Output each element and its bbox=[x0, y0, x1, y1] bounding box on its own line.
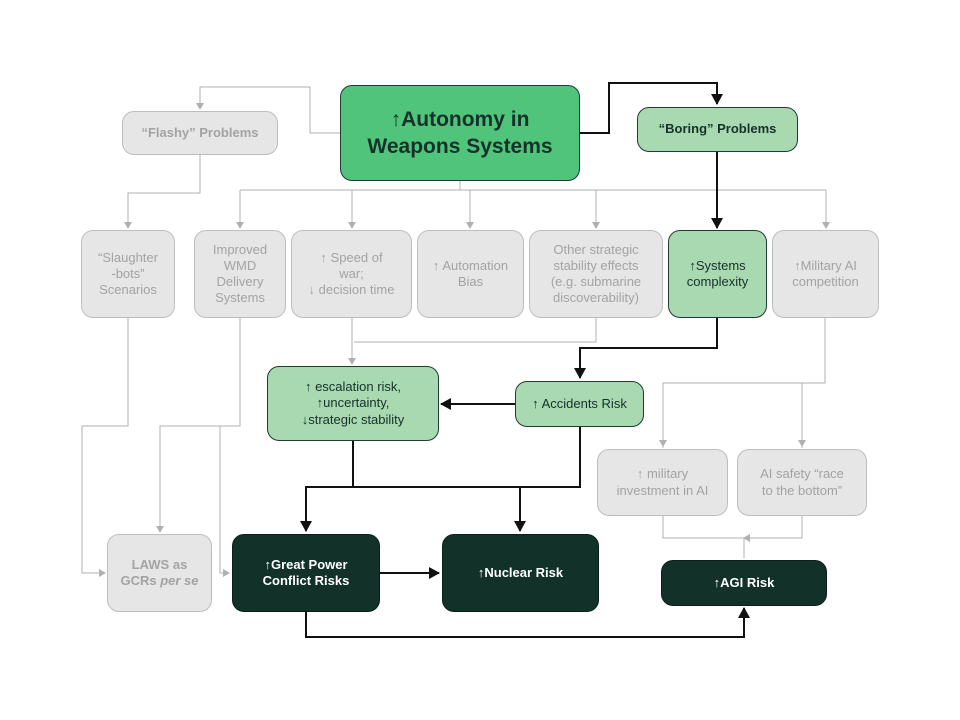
node-military-investment-in-ai: ↑ military investment in AI bbox=[597, 449, 728, 516]
edge-flashy-to-slaughterbots bbox=[124, 155, 201, 229]
node-nuclear-risk: ↑Nuclear Risk bbox=[442, 534, 599, 612]
node-boring-problems: “Boring” Problems bbox=[637, 107, 798, 152]
node-great-power-conflict-risks: ↑Great Power Conflict Risks bbox=[232, 534, 380, 612]
node-accidents-risk: ↑ Accidents Risk bbox=[515, 381, 644, 427]
edge-great-power-to-agi bbox=[305, 607, 750, 638]
node-automation-bias: ↑ Automation Bias bbox=[417, 230, 524, 318]
edge-escalation-to-great-power bbox=[300, 441, 354, 532]
edge-other-to-escalation bbox=[354, 318, 597, 343]
edge-slaughterbots-to-laws bbox=[81, 318, 129, 577]
node-military-ai-competition: ↑Military AI competition bbox=[772, 230, 879, 318]
edge-wmd-to-great-power bbox=[219, 426, 230, 577]
laws-label-text: LAWS as GCRs per se bbox=[120, 557, 198, 590]
edge-military-ai-split bbox=[662, 318, 826, 448]
node-speed-of-war: ↑ Speed of war; ↓ decision time bbox=[291, 230, 412, 318]
node-flashy-problems: “Flashy” Problems bbox=[122, 111, 278, 155]
node-slaughterbots-scenarios: “Slaughter -bots” Scenarios bbox=[81, 230, 175, 318]
edge-wmd-to-laws bbox=[156, 318, 241, 533]
node-other-strategic-stability: Other strategic stability effects (e.g. … bbox=[529, 230, 663, 318]
node-escalation-risk: ↑ escalation risk, ↑uncertainty, ↓strate… bbox=[267, 366, 439, 441]
edge-complexity-to-accidents bbox=[574, 318, 718, 379]
edge-autonomy-to-boring bbox=[580, 82, 723, 134]
laws-label-prefix: LAWS as GCRs bbox=[120, 556, 188, 588]
laws-label-emphasis: per se bbox=[160, 573, 199, 588]
node-agi-risk: ↑AGI Risk bbox=[661, 560, 827, 606]
node-laws-as-gcrs: LAWS as GCRs per se bbox=[107, 534, 212, 612]
edge-autonomy-bus bbox=[240, 181, 826, 191]
node-improved-wmd-delivery: Improved WMD Delivery Systems bbox=[194, 230, 286, 318]
edge-autonomy-to-flashy bbox=[196, 86, 340, 134]
edge-merge-to-agi bbox=[662, 516, 803, 558]
node-systems-complexity: ↑Systems complexity bbox=[668, 230, 767, 318]
node-ai-safety-race-to-bottom: AI safety “race to the bottom” bbox=[737, 449, 867, 516]
node-autonomy-in-weapons-systems: ↑Autonomy in Weapons Systems bbox=[340, 85, 580, 181]
edge-accidents-merge bbox=[353, 427, 581, 488]
